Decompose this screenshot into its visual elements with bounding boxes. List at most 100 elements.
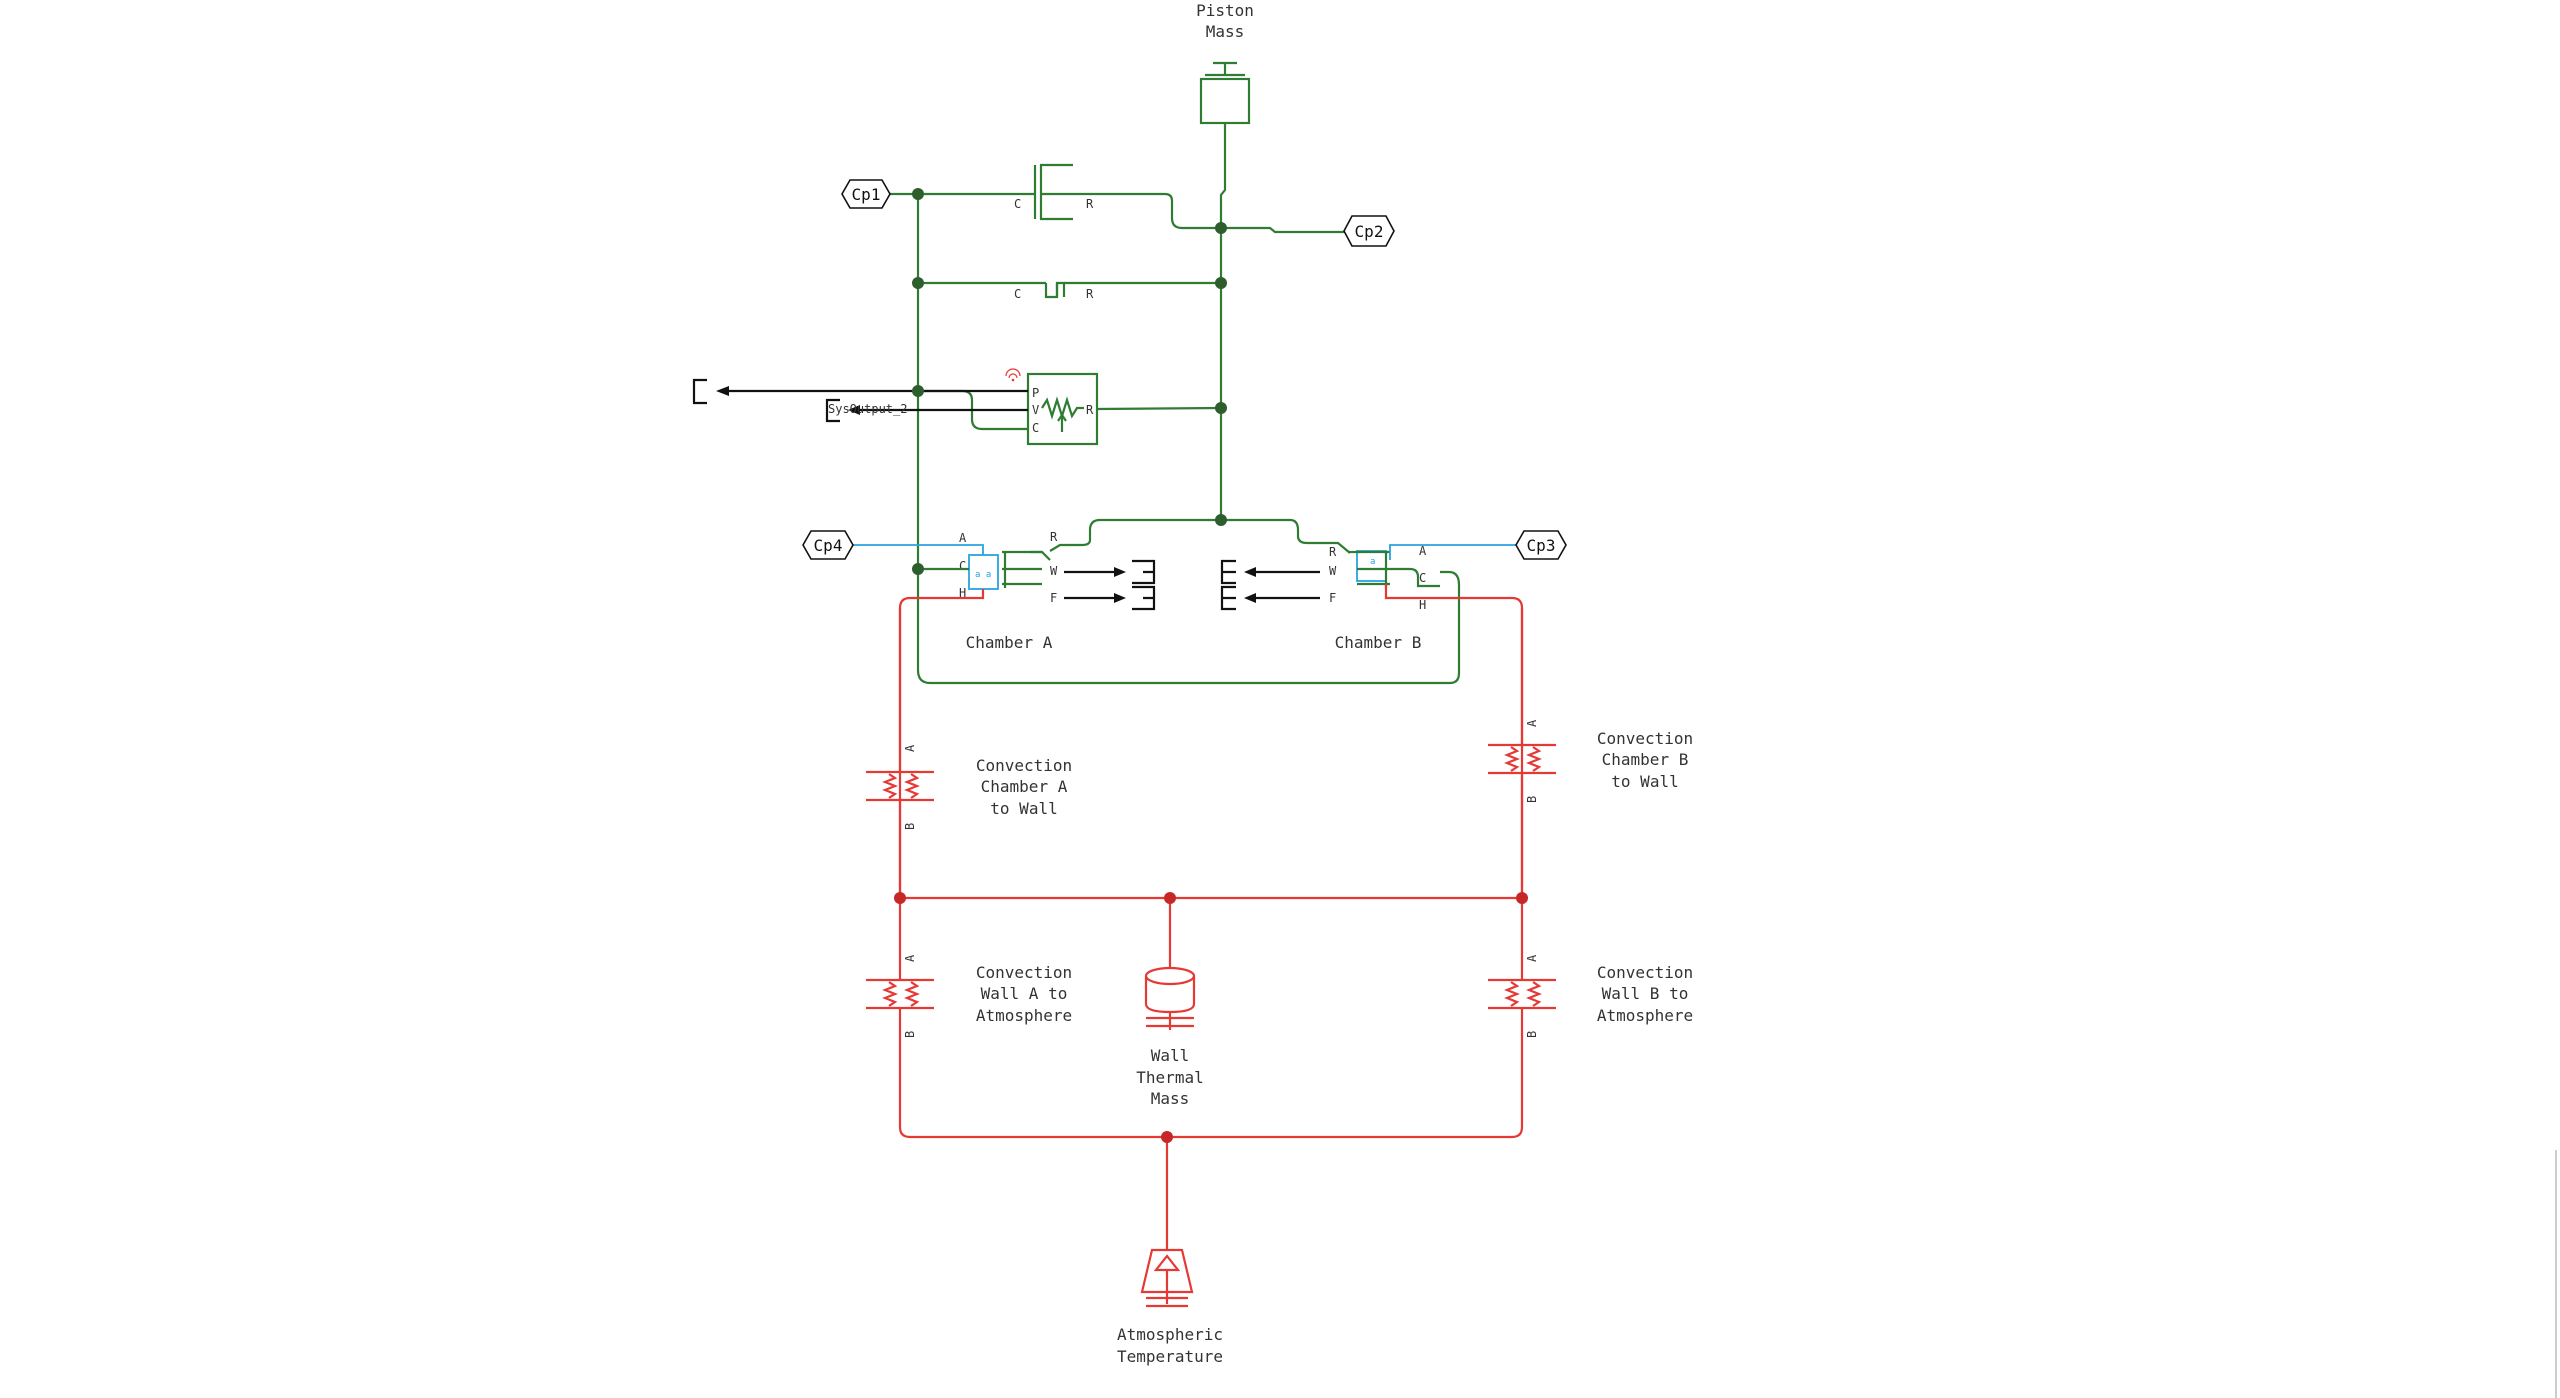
conv-cb-port-a: A [1525, 719, 1539, 727]
conv-wall-b-label-1: Convection [1597, 963, 1693, 982]
chamberB-port-r: R [1329, 545, 1337, 559]
damper-port-r: R [1086, 197, 1094, 211]
chamber-a-label: Chamber A [966, 633, 1053, 652]
chamberB-port-h: H [1419, 598, 1426, 612]
conv-wall-a-label-2: Wall A to [981, 984, 1068, 1003]
piston-mass-label-1: Piston [1196, 1, 1254, 20]
conv-wa-port-b: B [903, 1031, 917, 1038]
chamberA-port-r: R [1050, 530, 1058, 544]
chamberA-port-a: A [959, 531, 967, 545]
piston-mass-label-2: Mass [1206, 22, 1245, 41]
conv-wall-b-block[interactable] [1488, 968, 1556, 1032]
conv-chamber-a-block[interactable] [866, 755, 934, 820]
sys-output-port[interactable] [825, 398, 840, 423]
arrow-chamberA-f [1114, 593, 1126, 603]
thermal-junction-nodes [894, 892, 1528, 1143]
arrow-chamberA-w [1114, 567, 1126, 577]
connector-cp3[interactable]: Cp3 [1515, 530, 1567, 560]
stop-port-r: R [1086, 287, 1094, 301]
connector-cp2[interactable]: Cp2 [1343, 215, 1395, 247]
wire-damper-r [1073, 192, 1221, 230]
atmospheric-temperature-block[interactable] [1140, 1248, 1194, 1308]
sensor-port-r: R [1086, 403, 1094, 417]
svg-text:Cp1: Cp1 [852, 185, 881, 204]
wire-cp2 [1221, 226, 1345, 234]
wire-thermal-left-bot [898, 1032, 1524, 1139]
conv-chamber-a-label-2: Chamber A [981, 777, 1068, 796]
connector-cp1[interactable]: Cp1 [841, 179, 891, 209]
chamberA-bubble-icon: a a [975, 570, 991, 580]
chamberB-port-f: F [1329, 591, 1336, 605]
wall-thermal-mass-label-2: Thermal [1136, 1068, 1203, 1087]
wire-cp4 [853, 544, 984, 555]
input-chamberB-f[interactable] [1220, 585, 1236, 611]
chamber-b-block[interactable] [1348, 550, 1390, 588]
connector-cp4[interactable]: Cp4 [802, 530, 854, 560]
chamberB-port-w: W [1329, 564, 1337, 578]
wall-thermal-mass-label-1: Wall [1151, 1046, 1190, 1065]
arrow-chamberB-w [1244, 567, 1256, 577]
wire-chamberB-h [1384, 584, 1524, 898]
wire-chamberA-h [898, 589, 985, 898]
conv-cb-port-b: B [1525, 796, 1539, 803]
chamberB-port-c: C [1419, 571, 1426, 585]
wire-sensor-r [1096, 406, 1222, 411]
conv-ca-port-a: A [903, 744, 917, 752]
sensor-port-v: V [1032, 403, 1039, 417]
input-chamberB-w[interactable] [1220, 559, 1236, 585]
hard-stop-element[interactable] [1044, 281, 1066, 299]
conv-wall-a-label-3: Atmosphere [976, 1006, 1072, 1025]
arrow-chamberB-f [1244, 593, 1256, 603]
output-chamberA-f[interactable] [1132, 585, 1156, 611]
sensor-port-c: C [1032, 421, 1039, 435]
conv-wall-b-label-2: Wall B to [1602, 984, 1689, 1003]
sensor-port-p: P [1032, 386, 1039, 400]
conv-chamber-a-label-3: to Wall [990, 799, 1057, 818]
conv-wall-a-block[interactable] [866, 968, 934, 1032]
conv-chamber-b-label-1: Convection [1597, 729, 1693, 748]
chamberA-port-c: C [959, 559, 966, 573]
wire-bottom-loop [916, 570, 1461, 685]
sys-output-label: SysOutput_2 [828, 402, 907, 416]
mech-junction-nodes [912, 188, 1227, 575]
spring-icon [882, 773, 898, 799]
conv-wa-port-a: A [903, 954, 917, 962]
svg-text:Cp3: Cp3 [1527, 536, 1556, 555]
conv-wb-port-a: A [1525, 954, 1539, 962]
chamberB-bubble-icon: a [1370, 557, 1375, 567]
conv-ca-port-b: B [903, 823, 917, 830]
stop-port-c: C [1014, 287, 1021, 301]
output-port-p[interactable] [692, 378, 707, 405]
chamber-b-label: Chamber B [1335, 633, 1422, 652]
svg-text:Cp2: Cp2 [1355, 222, 1384, 241]
conv-wb-port-b: B [1525, 1031, 1539, 1038]
wire-chamberB-r [1221, 518, 1351, 554]
piston-mass-block[interactable] [1199, 61, 1251, 125]
damper-element[interactable] [1033, 163, 1073, 221]
chamberA-port-f: F [1050, 591, 1057, 605]
wall-thermal-mass-label-3: Mass [1151, 1089, 1190, 1108]
wire-chamberB-c [1390, 567, 1440, 588]
wire-chamberA-r [1049, 518, 1221, 552]
output-chamberA-w[interactable] [1132, 559, 1156, 585]
damper-port-c: C [1014, 197, 1021, 211]
arrow-head-v [848, 405, 860, 415]
chamberA-port-w: W [1050, 564, 1058, 578]
chamberB-port-a: A [1419, 544, 1427, 558]
atm-temp-label-2: Temperature [1117, 1347, 1223, 1366]
wire-cp3 [1389, 544, 1516, 560]
conv-chamber-a-label-1: Convection [976, 756, 1072, 775]
arrow-head-p [716, 386, 729, 396]
conv-chamber-b-block[interactable] [1488, 728, 1556, 790]
wall-thermal-mass-block[interactable] [1144, 966, 1196, 1030]
conv-wall-a-label-1: Convection [976, 963, 1072, 982]
wireless-icon [1005, 368, 1021, 382]
conv-chamber-b-label-2: Chamber B [1602, 750, 1689, 769]
atm-temp-label-1: Atmospheric [1117, 1325, 1223, 1344]
wire-mass [1219, 123, 1227, 228]
svg-text:Cp4: Cp4 [814, 536, 843, 555]
conv-chamber-b-label-3: to Wall [1611, 772, 1678, 791]
chamberA-port-h: H [959, 586, 966, 600]
conv-wall-b-label-3: Atmosphere [1597, 1006, 1693, 1025]
